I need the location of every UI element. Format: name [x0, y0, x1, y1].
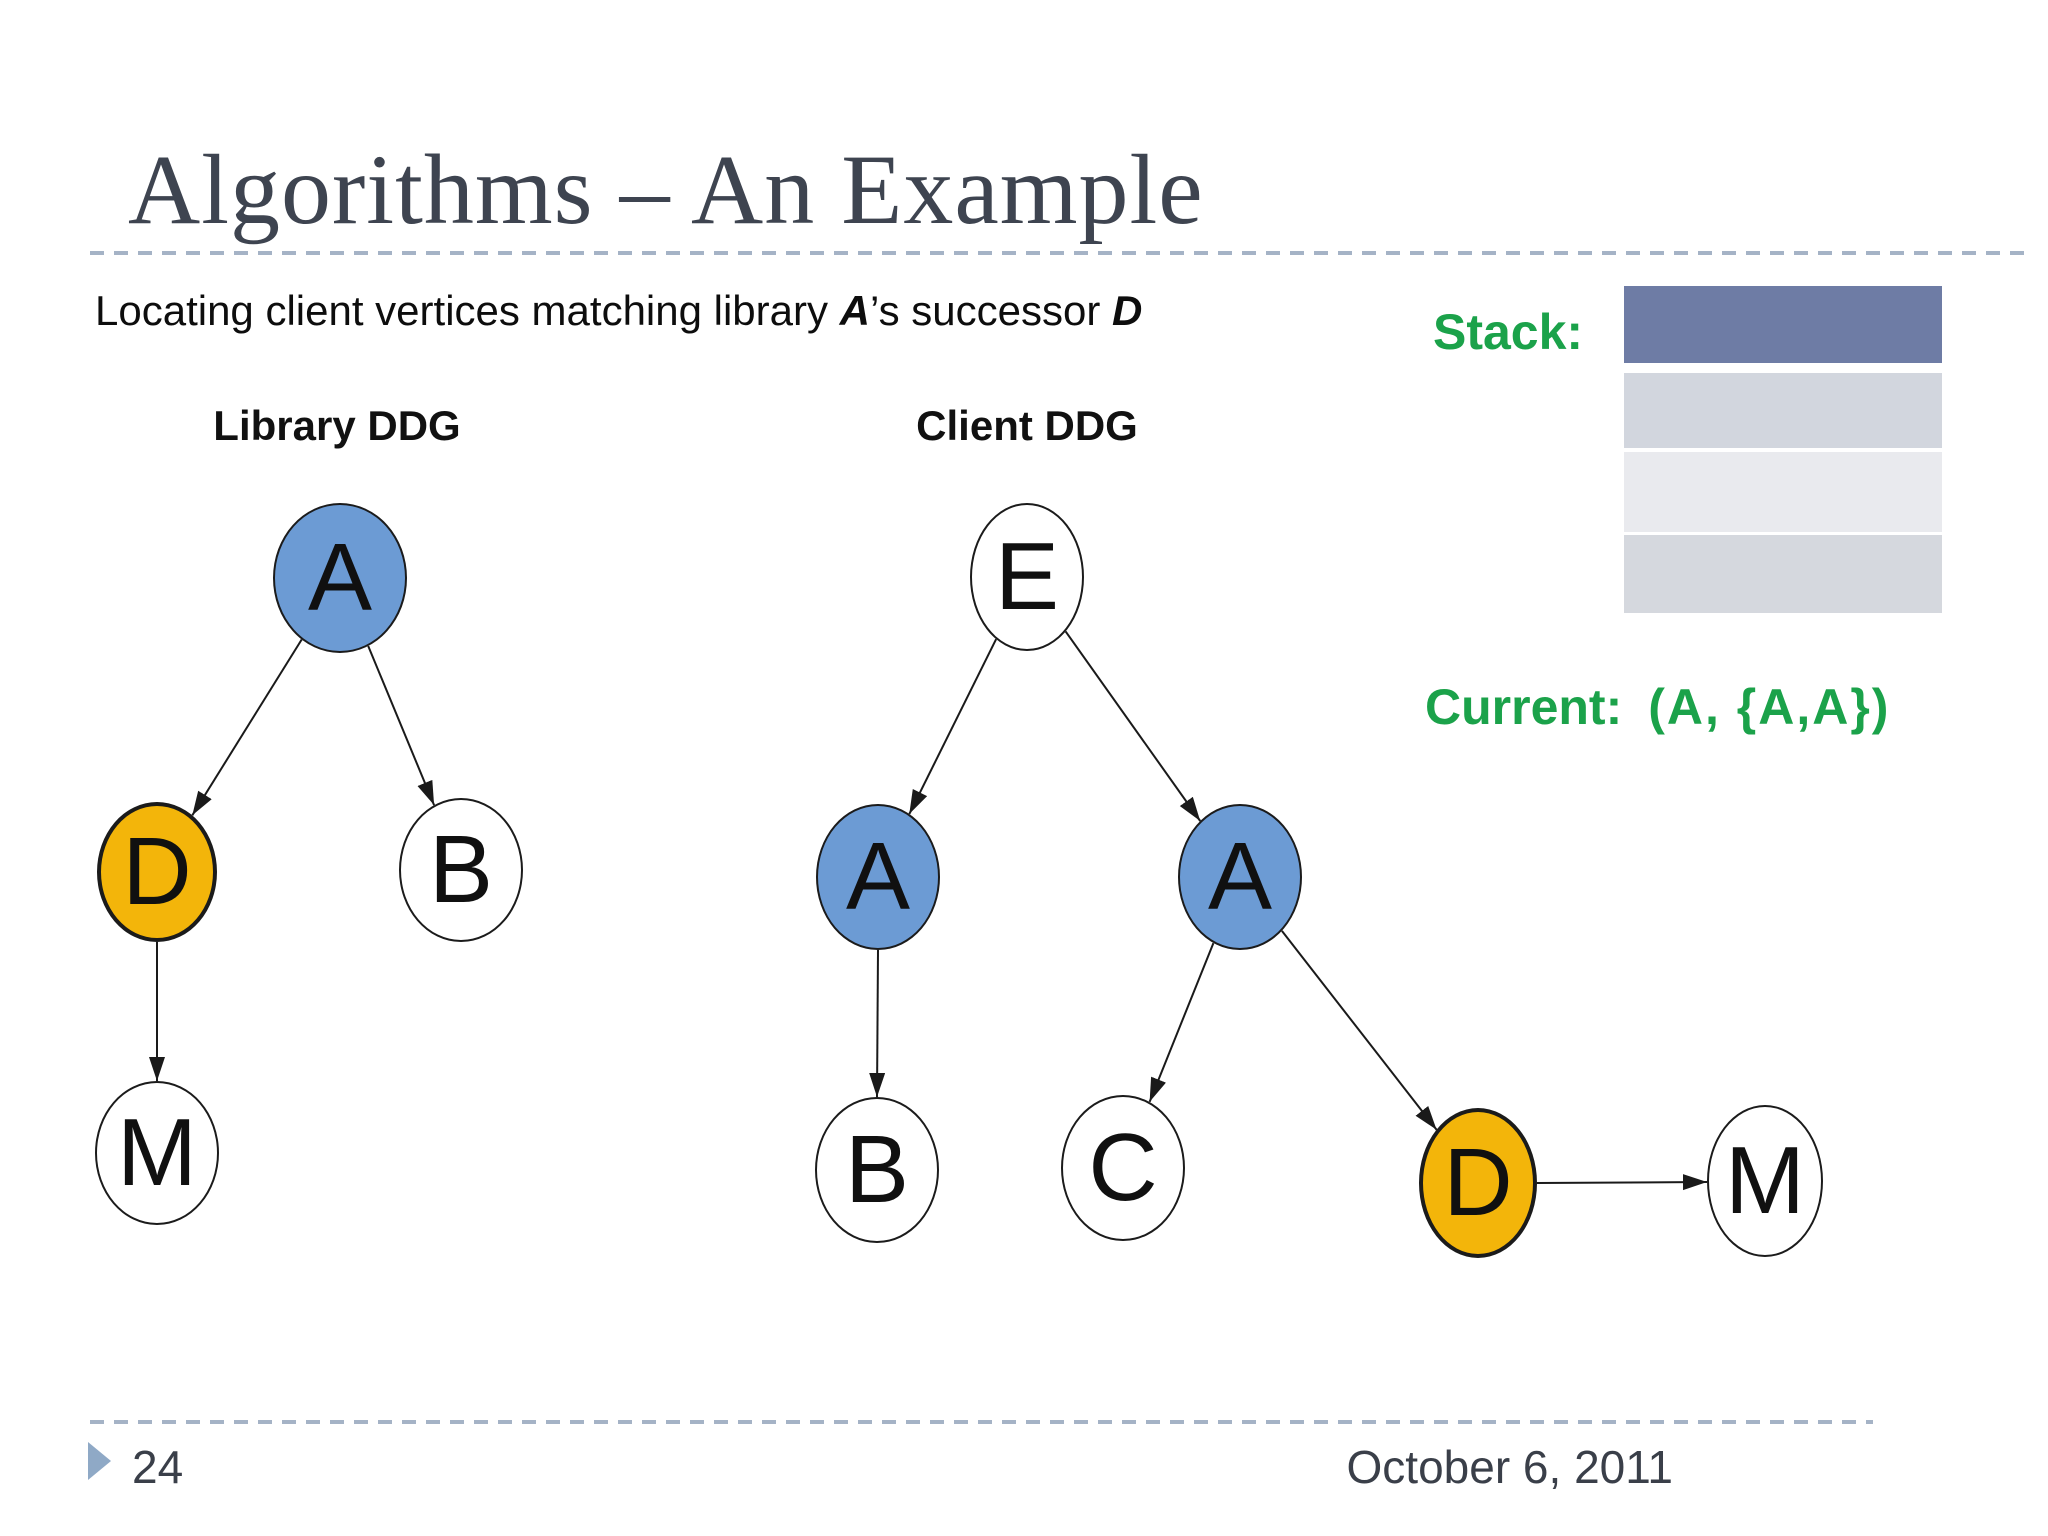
subtitle-text: ’s successor — [870, 287, 1112, 334]
stack-slot-3-empty — [1624, 452, 1942, 532]
node-label: B — [844, 1116, 910, 1223]
page-title: Algorithms – An Example — [128, 134, 1204, 245]
node-label: B — [428, 816, 494, 923]
subtitle-emphasis: A — [839, 287, 871, 334]
node-label: D — [122, 818, 192, 925]
node-label: C — [1088, 1114, 1158, 1221]
client-ddg-title: Client DDG — [916, 402, 1138, 449]
node-label: E — [994, 523, 1060, 630]
node-library-A: A — [273, 503, 407, 653]
page-number: 24 — [132, 1441, 184, 1493]
stack-label: Stack: — [1433, 304, 1584, 360]
current-value: (A, {A,A}) — [1648, 679, 1891, 735]
node-client-B: B — [815, 1097, 939, 1243]
stack-slot-1-filled — [1624, 286, 1942, 363]
edge-client-A2-D — [1281, 930, 1438, 1131]
footer-bullet-icon — [88, 1442, 111, 1480]
edge-client-A1-B — [869, 949, 886, 1098]
node-library-D: D — [97, 802, 217, 942]
library-ddg-title: Library DDG — [213, 402, 461, 449]
node-library-B: B — [399, 798, 523, 942]
node-label: A — [307, 524, 373, 631]
edge-client-D-M — [1536, 1174, 1708, 1191]
subtitle-emphasis: D — [1112, 287, 1143, 334]
node-label: D — [1443, 1129, 1513, 1236]
stack-slots — [1624, 286, 1942, 613]
node-client-A2: A — [1178, 804, 1302, 950]
node-label: A — [845, 823, 911, 930]
edges-group — [149, 630, 1708, 1191]
node-client-C: C — [1061, 1095, 1185, 1241]
edge-client-A2-C — [1148, 942, 1215, 1103]
edge-library-A-D — [191, 638, 303, 816]
node-client-E: E — [970, 503, 1084, 651]
subtitle-text: Locating client vertices matching librar… — [95, 287, 840, 334]
subtitle: Locating client vertices matching librar… — [95, 287, 1142, 335]
stack-slot-2-empty — [1624, 373, 1942, 448]
edge-client-E-A1 — [908, 638, 997, 815]
slide-date: October 6, 2011 — [1346, 1441, 1673, 1493]
node-client-D: D — [1419, 1108, 1537, 1258]
node-label: M — [117, 1099, 197, 1206]
current-line: Current: (A, {A,A}) — [1425, 678, 1890, 736]
node-client-M: M — [1707, 1105, 1823, 1257]
stack-slot-4-empty — [1624, 535, 1942, 613]
edge-library-A-B — [367, 645, 436, 806]
edge-client-E-A2 — [1064, 630, 1202, 822]
node-library-M: M — [95, 1081, 219, 1225]
node-label: A — [1207, 823, 1273, 930]
node-label: M — [1725, 1127, 1805, 1234]
node-client-A1: A — [816, 804, 940, 950]
current-label: Current: — [1425, 679, 1623, 735]
